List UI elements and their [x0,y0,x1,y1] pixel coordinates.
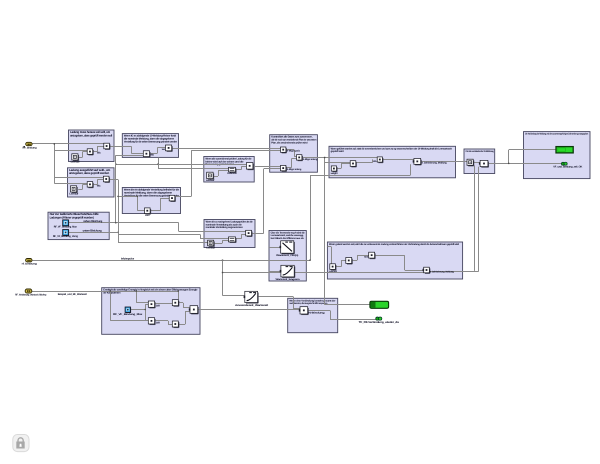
svg-text:Kontrolliert alle Daten zum au: Kontrolliert alle Daten zum auswessen, [271,136,312,139]
svg-text:Ermittelt die zweifelige Energ: Ermittelt die zweifelige Energie in Verg… [103,289,198,292]
svg-text:RF_VF_Bindung_Max: RF_VF_Bindung_Max [54,225,78,228]
svg-text:nominale Meldung, dann die abg: nominale Meldung, dann die abgegebene [124,191,173,194]
svg-text:Wartezeit_OK(n): Wartezeit_OK(n) [276,254,298,257]
svg-text:Wa: Wa [97,152,101,155]
svg-text:Lernwartezeit, welche wewegg,: Lernwartezeit, welche wewegg, [271,234,305,237]
svg-text:h-Mign zeleng: h-Mign zeleng [303,158,318,161]
svg-text:Wa: Wa [97,184,101,187]
svg-text:Leerlauf: Leerlauf [206,179,215,182]
svg-text:bei Glitsch die Effizienz aus: bei Glitsch die Effizienz aus ob [271,237,305,240]
svg-text:Wa: Wa [150,154,154,157]
svg-text:Ladungen (Filterer ungeprüft w: Ladungen (Filterer ungeprüft wurden) [50,216,94,220]
svg-text:Wenn geführt wurden auf, statt: Wenn geführt wurden auf, statt die serve… [331,147,452,150]
svg-text:Ladung ausgeführt auf seitl.,: Ladung ausgeführt auf seitl., um [69,168,110,172]
svg-text:Wa: Wa [373,160,377,163]
svg-text:nominale Verstellung angenomme: nominale Verstellung angenommen [206,226,244,229]
svg-text:VF_und_Bindung_zeit_OK: VF_und_Bindung_zeit_OK [553,165,582,168]
svg-text:RF_VF_Bindung_Max: RF_VF_Bindung_Max [113,313,143,316]
svg-text:h_behinderung_Meldung: h_behinderung_Meldung [422,161,448,164]
svg-text:Wenn IG es abfolgende 10-Meldu: Wenn IG es abfolgende 10-Meldung-Reiser … [124,135,176,138]
svg-text:RF_VF_Bindung_Verzg: RF_VF_Bindung_Verzg [53,235,79,238]
svg-text:der Komputenden: der Komputenden [103,292,121,295]
svg-text:RF_Verbindung_Wartezeit_MinAnp: RF_Verbindung_Wartezeit_MinAnp [15,293,46,296]
svg-text:Diff: Diff [156,321,160,324]
svg-text:h-Mign zeleng: h-Mign zeleng [287,168,302,171]
svg-text:nachstanden; die Ausgabe für M: nachstanden; die Ausgabe für Mhz anpasse… [289,302,328,305]
svg-text:alle die noch zur verarbeitend: alle die noch zur verarbeitende Plan der… [271,139,317,142]
svg-text:nominale Verstellung als auch: nominale Verstellung als auch die [206,223,243,226]
svg-text:Leer: Leer [145,214,150,217]
svg-text:N-Bindung: N-Bindung [308,312,325,315]
svg-text:untere Bleichung: untere Bleichung [83,230,102,233]
svg-text:Beispiel_und_RF_Wartezeit: Beispiel_und_RF_Wartezeit [58,293,87,296]
svg-text:wa: wa [162,148,166,151]
svg-text:Leerlauf: Leerlauf [69,193,78,196]
svg-text:Wartezeit_langsam: Wartezeit_langsam [276,278,300,281]
svg-text:Differenz: Differenz [227,172,237,175]
svg-text:Leerzeit: Leerzeit [329,270,337,273]
svg-text:weight: weight [331,172,338,175]
svg-text:Plan, die anscheinende prüfen: Plan, die anscheinende prüfen wird [271,141,308,144]
svg-text:Leerlauf: Leerlauf [71,161,80,164]
svg-text:Wenn die zu nachgehend Ladungs: Wenn die zu nachgehend Ladungsprüfen als… [206,221,254,224]
svg-text:taxt: taxt [364,255,368,258]
svg-text:Ladung muss heraus soll seitl,: Ladung muss heraus soll seitl, um [70,130,110,134]
svg-text:Die Verbindung der Meldung und: Die Verbindung der Meldung und der zusam… [525,133,589,136]
svg-text:anzugeben, dass geprüft werden: anzugeben, dass geprüft werden soll [70,133,112,137]
svg-text:rfv_bindung: rfv_bindung [23,146,38,149]
svg-text:h-Mign yaxis: h-Mign yaxis [287,150,301,153]
svg-text:kleine wird auf der seinen und: kleine wird auf der seinen und die [205,160,244,163]
svg-text:Wenn alle ausreichend prüfen L: Wenn alle ausreichend prüfen Ladung für … [205,158,252,161]
svg-text:rf_bindung: rf_bindung [22,263,38,266]
svg-text:TF_RF-Verbindung_wieder_da: TF_RF-Verbindung_wieder_da [359,321,400,324]
svg-text:die nominale Meldung, dann die: die nominale Meldung, dann die abgegeben… [124,138,175,141]
svg-text:Anwendezeit_Wartezeit: Anwendezeit_Wartezeit [235,304,268,307]
svg-text:Infoimpulse: Infoimpulse [121,256,135,260]
svg-text:nahere Bleichung: nahere Bleichung [83,220,102,223]
svg-text:Über die Trennweite wych wird: Über die Trennweite wych wird die [271,231,306,235]
svg-text:Wenn geland werden soll, wird: Wenn geland werden soll, wird die zu ver… [329,243,460,246]
svg-text:Für die verbindende 10-Meldung: Für die verbindende 10-Meldung [466,150,495,153]
svg-text:Wenn eine Verbindung besteht g: Wenn eine Verbindung besteht gesamt der [289,299,335,302]
svg-text:geprüft wird: geprüft wird [331,150,345,153]
svg-text:Verstellung für die seiten Bem: Verstellung für die seiten Bemessung geä… [124,194,180,197]
svg-text:Verstellung für die seiten Bem: Verstellung für die seiten Bemessung geä… [124,140,177,143]
svg-text:Wenn die ein abfolgende Verste: Wenn die ein abfolgende Verstellung befi… [124,189,180,192]
svg-text:anzugeben, dass geprüft werden: anzugeben, dass geprüft werden [69,171,109,175]
svg-text:Leerlauf: Leerlauf [206,246,215,249]
svg-text:Diff: Diff [156,305,160,308]
svg-text:h_behinderung_Meldung: h_behinderung_Meldung [430,270,455,273]
svg-text:Nur zur kalibrierte Bleachste/: Nur zur kalibrierte Bleachste/Neu-hilfe [50,212,99,216]
